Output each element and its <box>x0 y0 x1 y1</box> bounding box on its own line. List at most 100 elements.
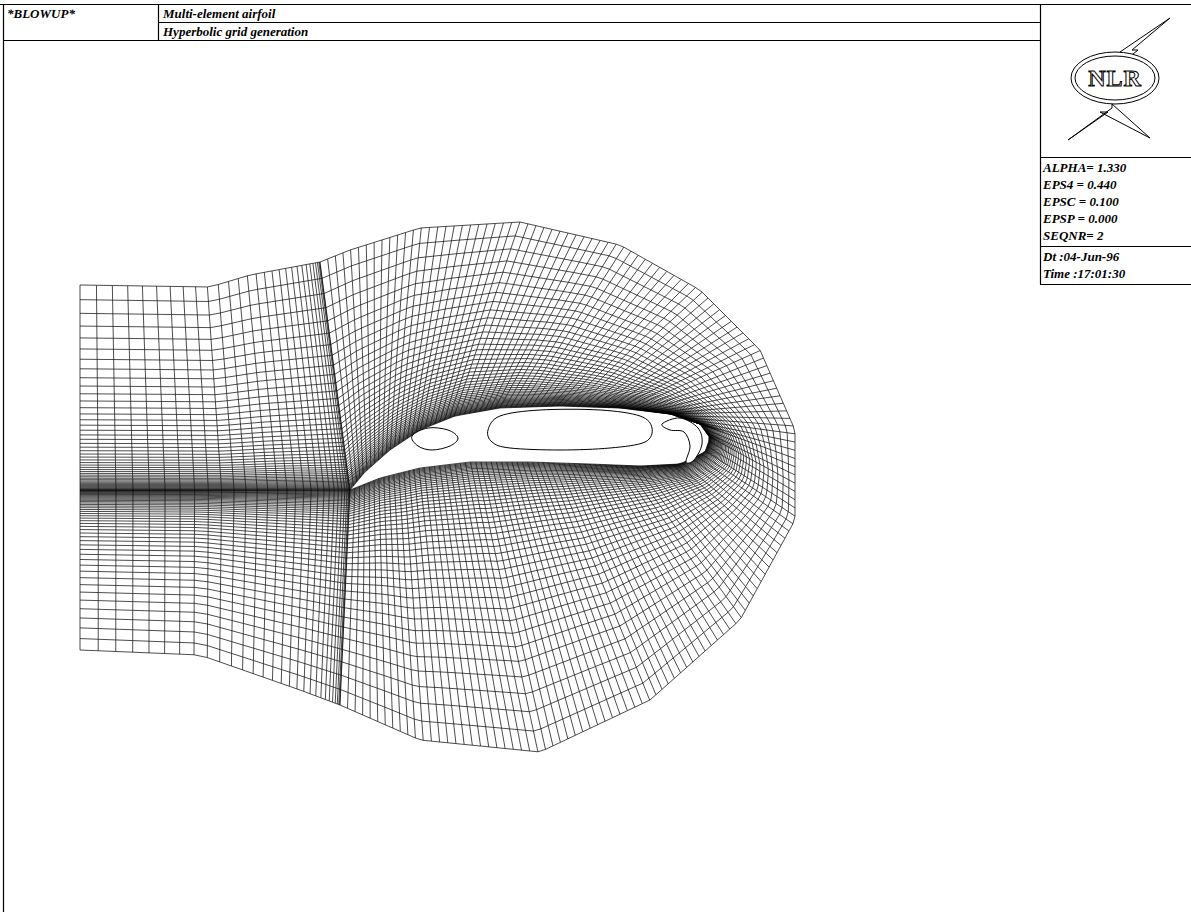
parameter: EPSC = 0.100 <box>1043 194 1119 209</box>
grid-line <box>80 350 739 564</box>
grid-line <box>496 462 567 739</box>
grid-line <box>80 332 746 589</box>
grid-line <box>80 318 753 609</box>
grid-line <box>583 298 708 407</box>
grid-line <box>253 490 257 674</box>
grid-line <box>321 490 330 698</box>
grid-line <box>80 404 711 494</box>
grid-line <box>132 490 133 652</box>
grid-line <box>374 480 378 721</box>
grid-line <box>272 490 277 680</box>
grid-line <box>435 224 487 424</box>
grid-line <box>80 366 730 543</box>
grid-line <box>526 251 631 407</box>
grid-line <box>302 265 330 490</box>
grid-line <box>80 378 724 528</box>
grid-line <box>683 463 781 546</box>
mesh-lines <box>80 222 795 752</box>
grid-line <box>491 462 560 742</box>
grid-line <box>80 222 795 752</box>
grid-line <box>527 462 612 718</box>
airfoil-element <box>488 409 653 450</box>
grid-line <box>80 292 764 646</box>
grid-line <box>419 468 448 743</box>
plot-title: Multi-element airfoil <box>163 6 275 21</box>
grid-line <box>96 285 98 490</box>
grid-line <box>243 490 246 670</box>
grid-line <box>80 285 81 490</box>
grid-line <box>369 482 371 718</box>
grid-line <box>229 281 246 490</box>
logo-text: NLR <box>1071 64 1159 92</box>
date-stamp: Dt :04-Jun-96 <box>1043 249 1119 264</box>
grid-line <box>339 490 349 705</box>
grid-line <box>207 287 221 490</box>
grid-line <box>80 376 726 532</box>
grid-line <box>279 270 304 490</box>
grid-line <box>80 310 756 621</box>
parameter: SEQNR= 2 <box>1043 228 1104 243</box>
grid-line <box>445 465 489 747</box>
grid-line <box>316 490 324 696</box>
grid-line <box>394 475 408 735</box>
grid-line <box>263 490 268 677</box>
grid-line <box>281 490 287 683</box>
grid-line <box>652 465 757 588</box>
grid-line <box>445 223 504 420</box>
grid-line <box>286 268 312 490</box>
grid-line <box>80 385 721 518</box>
grid-line <box>98 490 99 651</box>
grid-line <box>80 325 749 598</box>
grid-line <box>80 272 773 677</box>
grid-line <box>486 462 553 746</box>
grid-line <box>164 490 165 654</box>
grid-line <box>579 464 680 673</box>
time-stamp: Time :17:01:30 <box>1043 266 1125 281</box>
grid-line <box>80 373 727 535</box>
grid-line <box>325 490 334 700</box>
grid-line <box>112 285 116 490</box>
grid-line <box>292 267 318 490</box>
parameter: EPSP = 0.000 <box>1043 211 1117 226</box>
grid-line <box>455 464 505 749</box>
grid-line <box>80 301 760 633</box>
grid-line <box>80 403 711 496</box>
grid-line <box>80 362 732 547</box>
grid-line <box>647 466 754 596</box>
grid-line <box>80 381 723 525</box>
grid-line <box>578 292 703 406</box>
grid-line <box>460 463 513 749</box>
grid-line <box>80 490 81 650</box>
grid-line <box>80 359 734 553</box>
grid-line <box>304 490 311 691</box>
grid-line <box>516 244 617 407</box>
plot-mode: *BLOWUP* <box>7 6 75 21</box>
grid-line <box>80 261 778 694</box>
grid-line <box>337 490 347 704</box>
grid-line <box>80 283 768 662</box>
grid-line <box>495 237 584 409</box>
grid-line <box>335 256 356 482</box>
grid-line <box>672 464 773 560</box>
grid-line <box>238 279 257 490</box>
nlr-logo <box>1068 18 1170 140</box>
grid-line <box>414 469 440 741</box>
grid-line <box>363 484 365 715</box>
parameter: ALPHA= 1.330 <box>1043 160 1126 175</box>
grid-line <box>142 286 149 490</box>
airfoil-element <box>412 428 458 450</box>
grid-line <box>196 287 209 490</box>
grid-line <box>128 286 133 490</box>
grid-line <box>220 490 222 662</box>
grid-line <box>183 287 194 490</box>
grid-line <box>231 490 234 666</box>
grid-line <box>264 272 287 490</box>
grid-line <box>320 262 350 490</box>
grid-line <box>148 490 149 653</box>
grid-line <box>80 387 720 516</box>
grid-line <box>340 490 350 705</box>
grid-line <box>374 242 375 463</box>
plot-subtitle: Hyperbolic grid generation <box>163 24 308 39</box>
